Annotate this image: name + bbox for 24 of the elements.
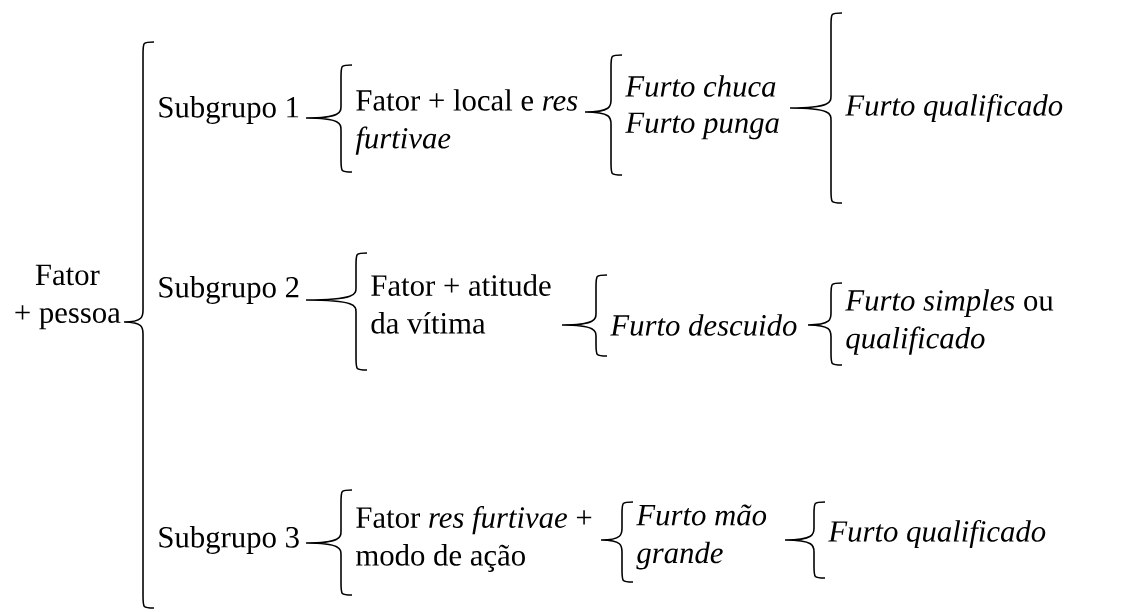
text-label: Furto descuido xyxy=(610,314,797,336)
curly-brace xyxy=(600,501,634,583)
text-label: Furto mão grande xyxy=(636,504,767,570)
text-label: Subgrupo 2 xyxy=(159,276,299,304)
text-label: Furto qualificado xyxy=(845,93,1063,123)
text-label: Furto simples ou qualificado xyxy=(845,289,1054,355)
text-label: Furto qualificado xyxy=(828,519,1046,549)
text-label: Fator + pessoa xyxy=(15,264,121,330)
curly-brace xyxy=(584,54,623,176)
text-label: Fator res furtivae + modo de ação xyxy=(356,506,592,572)
curly-brace xyxy=(305,64,353,173)
text-label: Fator + atitude da vítima xyxy=(371,274,551,334)
curly-brace xyxy=(305,489,353,596)
curly-brace xyxy=(784,501,826,579)
curly-brace xyxy=(561,274,608,357)
curly-brace xyxy=(305,252,368,371)
text-label: Furto punga xyxy=(625,112,779,140)
curly-brace xyxy=(789,12,843,204)
text-label: Furto chuca xyxy=(625,75,776,97)
text-label: Subgrupo 3 xyxy=(159,526,299,554)
text-label: Subgrupo 1 xyxy=(159,96,299,124)
curly-brace xyxy=(123,41,155,609)
curly-brace xyxy=(807,282,843,366)
text-label: Fator + local e res furtivae xyxy=(355,89,578,155)
